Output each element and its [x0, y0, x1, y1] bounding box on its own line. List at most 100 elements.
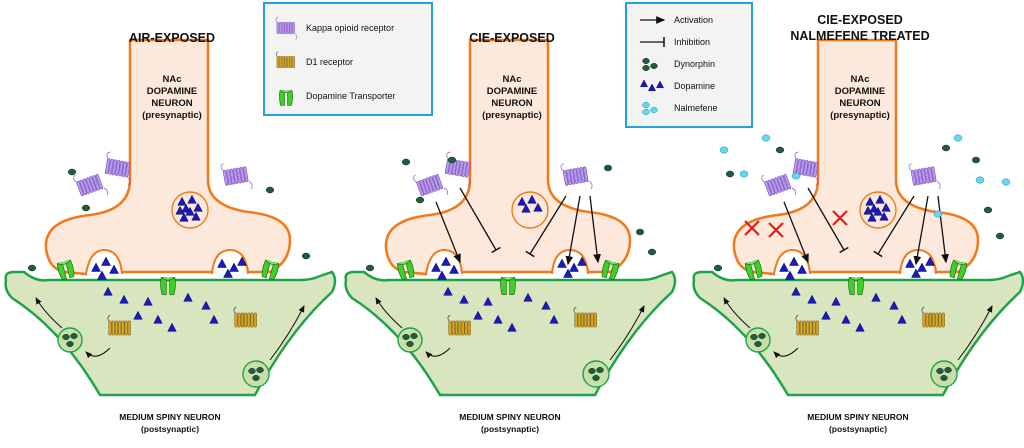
- dynorphin-icon: [971, 156, 981, 164]
- dopamine-icon: [179, 212, 189, 222]
- dynorphin-icon: [603, 164, 613, 172]
- dopamine-icon: [779, 262, 789, 272]
- dopamine-icon: [881, 202, 891, 212]
- kappa-opioid-receptor-icon: [560, 163, 593, 190]
- neuron-label: DOPAMINE: [487, 86, 538, 97]
- dopamine-icon: [925, 256, 935, 266]
- neuron-label: NEURON: [839, 98, 880, 109]
- dynorphin-vesicle: [397, 327, 423, 353]
- dynorphin-icon: [596, 367, 604, 373]
- dopamine-icon: [153, 314, 163, 324]
- activation-arrow-icon: [937, 195, 949, 264]
- inhibition-bar-icon: [807, 187, 849, 254]
- nalmefene-icon: [1001, 178, 1011, 186]
- dopamine-icon: [229, 262, 239, 272]
- dynorphin-icon: [941, 144, 951, 152]
- dopamine-icon: [237, 256, 247, 266]
- trafficking-arrow: [425, 347, 451, 359]
- neuron-label: NAc: [502, 74, 521, 85]
- dynorphin-icon: [447, 156, 457, 164]
- msn-label: MEDIUM SPINY NEURON: [807, 412, 908, 422]
- nalmefene-icon: [791, 172, 801, 180]
- dopamine-icon: [187, 194, 197, 204]
- dopamine-icon: [863, 205, 873, 215]
- dopamine-icon: [133, 310, 143, 320]
- dopamine-transporter-icon: [949, 259, 968, 281]
- dopamine-icon: [911, 268, 921, 278]
- dopamine-transporter-icon: [601, 259, 620, 281]
- dynorphin-vesicle: [242, 360, 270, 388]
- kappa-opioid-receptor-icon: [220, 163, 253, 190]
- panel-title: NALMEFENE TREATED: [790, 29, 929, 43]
- dopamine-icon: [191, 211, 201, 221]
- d1-receptor-icon: [447, 314, 471, 336]
- dopamine-icon: [177, 196, 187, 206]
- legend-label: Dynorphin: [674, 59, 715, 69]
- dynorphin-icon: [248, 368, 256, 374]
- dopamine-icon: [889, 300, 899, 310]
- d1-receptor-icon: [795, 314, 819, 336]
- dopamine-icon: [201, 300, 211, 310]
- dynorphin-icon: [940, 375, 948, 381]
- dopamine-icon: [217, 258, 227, 268]
- dynorphin-icon: [983, 206, 993, 214]
- neuron-label: NEURON: [491, 98, 532, 109]
- dopamine-icon: [807, 294, 817, 304]
- msn-label: (postsynaptic): [141, 424, 199, 434]
- dynorphin-icon: [402, 334, 410, 340]
- dopamine-icon: [533, 202, 543, 212]
- panel-2: CIE-EXPOSEDNAcDOPAMINENEURON(presynaptic…: [344, 31, 677, 434]
- msn-label: (postsynaptic): [481, 424, 539, 434]
- dopamine-icon: [841, 314, 851, 324]
- inhibition-bar-icon: [525, 195, 567, 258]
- dopamine-icon: [865, 196, 875, 206]
- dopamine-icon: [875, 194, 885, 204]
- dynorphin-icon: [936, 368, 944, 374]
- neuron-label: (presynaptic): [830, 110, 890, 121]
- dopamine-icon: [541, 300, 551, 310]
- dopamine-icon: [483, 296, 493, 306]
- d1-receptor-icon: [107, 314, 131, 336]
- dopamine-icon: [517, 196, 527, 206]
- msn-label: MEDIUM SPINY NEURON: [459, 412, 560, 422]
- dynorphin-icon: [713, 264, 723, 272]
- trafficking-arrow: [85, 347, 111, 359]
- dynorphin-icon: [635, 228, 645, 236]
- dynorphin-icon: [754, 341, 762, 347]
- dopamine-icon: [183, 292, 193, 302]
- dopamine-icon: [549, 314, 559, 324]
- dynorphin-icon: [775, 146, 785, 154]
- activation-arrow-icon: [565, 195, 581, 266]
- dynorphin-icon: [650, 63, 658, 69]
- legend-label: Kappa opioid receptor: [306, 23, 394, 33]
- neuron-label: NEURON: [151, 98, 192, 109]
- dopamine-icon: [873, 206, 883, 216]
- inhibition-cross-icon: [744, 220, 760, 236]
- kappa-opioid-receptor-icon: [73, 174, 108, 197]
- dopamine-transporter-icon: [160, 277, 176, 295]
- dopamine-icon: [785, 270, 795, 280]
- trafficking-arrow: [957, 305, 993, 361]
- dopamine-icon: [443, 286, 453, 296]
- dopamine-icon: [143, 296, 153, 306]
- dynorphin-icon: [365, 264, 375, 272]
- kappa-opioid-receptor-icon: [104, 151, 131, 186]
- neuron-label: NAc: [162, 74, 181, 85]
- dynorphin-icon: [758, 333, 766, 339]
- dopamine-transporter-icon: [744, 259, 763, 281]
- dopamine-icon: [437, 270, 447, 280]
- dopamine-vesicle: [171, 191, 209, 229]
- dopamine-icon: [557, 258, 567, 268]
- nalmefene-icon: [975, 176, 985, 184]
- dynorphin-icon: [252, 375, 260, 381]
- dopamine-vesicle: [511, 191, 549, 229]
- dopamine-icon: [897, 314, 907, 324]
- dopamine-transporter-icon: [500, 277, 516, 295]
- dopamine-icon: [577, 256, 587, 266]
- dopamine-vesicle: [859, 191, 897, 229]
- neuron-label: DOPAMINE: [147, 86, 198, 97]
- legend-symbols: ActivationInhibitionDynorphinDopamineNal…: [625, 2, 753, 128]
- dopamine-icon: [473, 310, 483, 320]
